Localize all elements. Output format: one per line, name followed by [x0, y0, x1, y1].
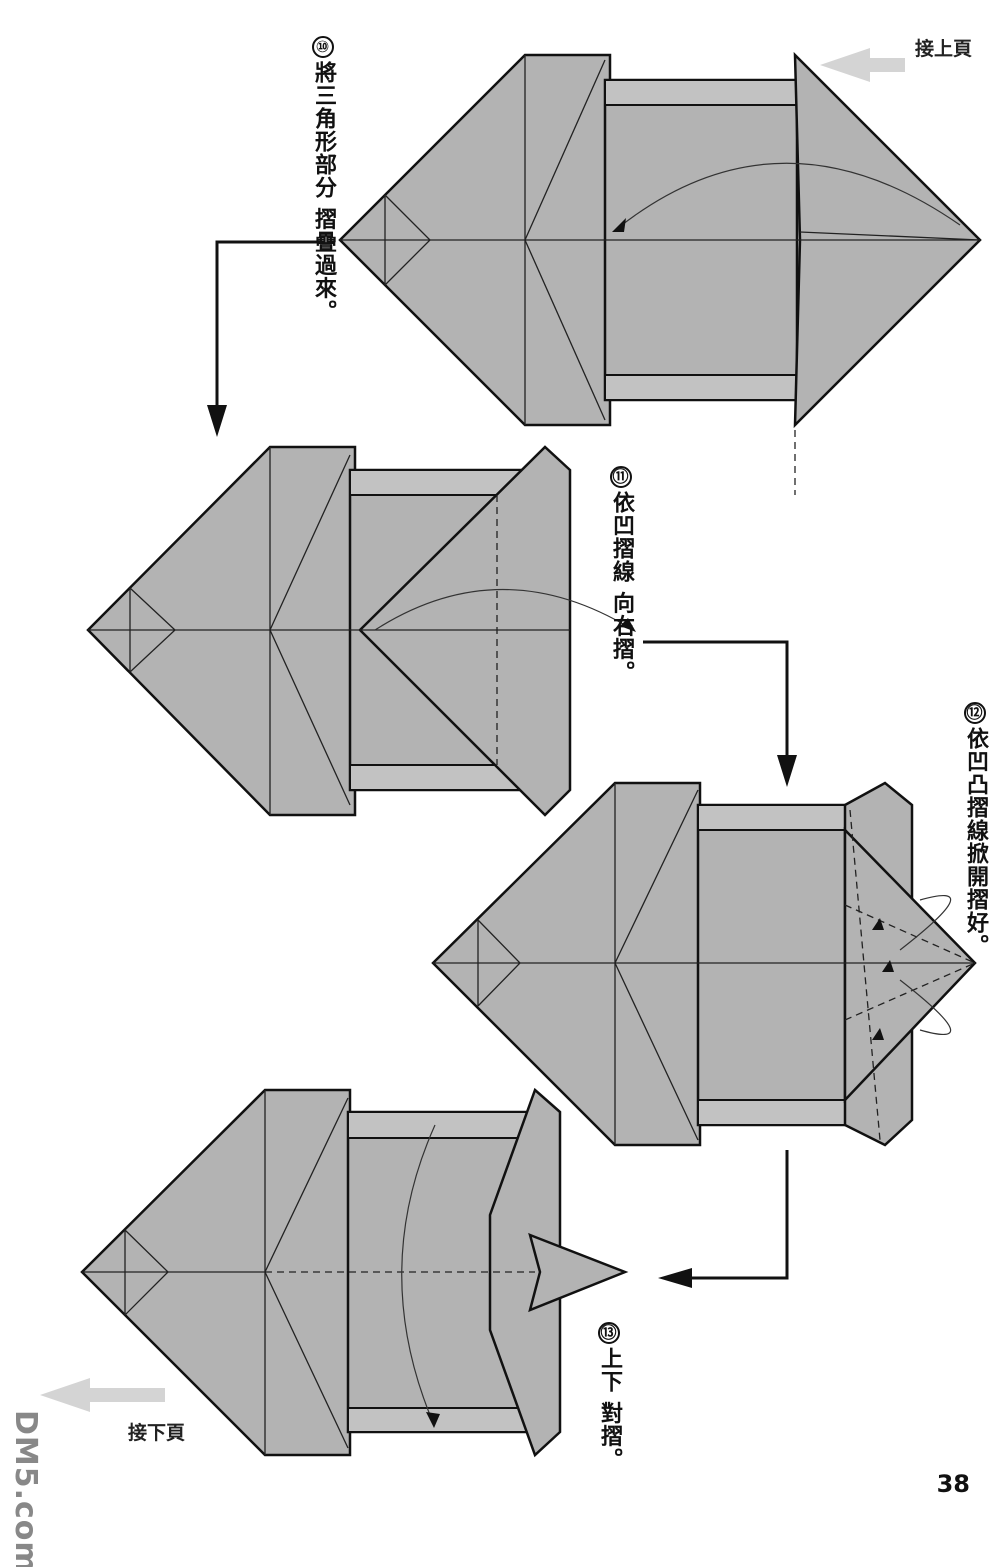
step-10-line-2: 摺疊過來。: [311, 207, 336, 323]
figure-step-13: [80, 1087, 629, 1458]
step-11-instruction: ⑪ 依凹摺線 向右摺。: [608, 466, 634, 684]
step-number: ⑩: [312, 36, 334, 58]
step-number: ⑫: [964, 702, 986, 724]
figure-step-12: [431, 781, 977, 1147]
step-number: ⑬: [598, 1322, 620, 1344]
step-10-line-1: ⑩ 將三角形部分: [311, 36, 336, 199]
step-text: 依凹摺線: [609, 491, 634, 583]
step-12-instruction: ⑫ 依凹凸摺線掀開摺好。: [962, 702, 988, 957]
step-13-instruction: ⑬ 上下 對摺。: [596, 1322, 622, 1471]
step-text: 將三角形部分: [311, 61, 336, 199]
continued-to-label: 接下頁: [128, 1422, 186, 1444]
step-11-line-1: ⑪ 依凹摺線: [609, 466, 634, 583]
figure-step-10: [338, 51, 982, 495]
flow-arrow: [643, 640, 789, 760]
step-12-line-1: ⑫ 依凹凸摺線掀開摺好。: [963, 702, 988, 957]
arrow-head-icon: [777, 755, 797, 787]
figure-step-11: [86, 445, 636, 817]
arrow-head-icon: [658, 1268, 692, 1288]
step-text: 依凹凸摺線掀開摺好。: [963, 727, 988, 957]
continued-from-arrow-icon: [820, 48, 905, 82]
step-number: ⑪: [610, 466, 632, 488]
page-number: 38: [936, 1470, 970, 1498]
step-11-line-2: 向右摺。: [609, 591, 634, 684]
step-10-instruction: ⑩ 將三角形部分 摺疊過來。: [310, 36, 336, 323]
step-13-line-2: 對摺。: [597, 1401, 622, 1471]
flow-arrow: [215, 240, 322, 410]
continued-from-label: 接上頁: [915, 38, 973, 60]
watermark-logo: DM5.com: [8, 1410, 43, 1567]
flow-arrow: [690, 1150, 789, 1280]
continued-to-arrow-icon: [40, 1378, 165, 1412]
step-text: 上下: [597, 1347, 622, 1393]
arrow-head-icon: [207, 405, 227, 437]
step-13-line-1: ⑬ 上下: [597, 1322, 622, 1393]
